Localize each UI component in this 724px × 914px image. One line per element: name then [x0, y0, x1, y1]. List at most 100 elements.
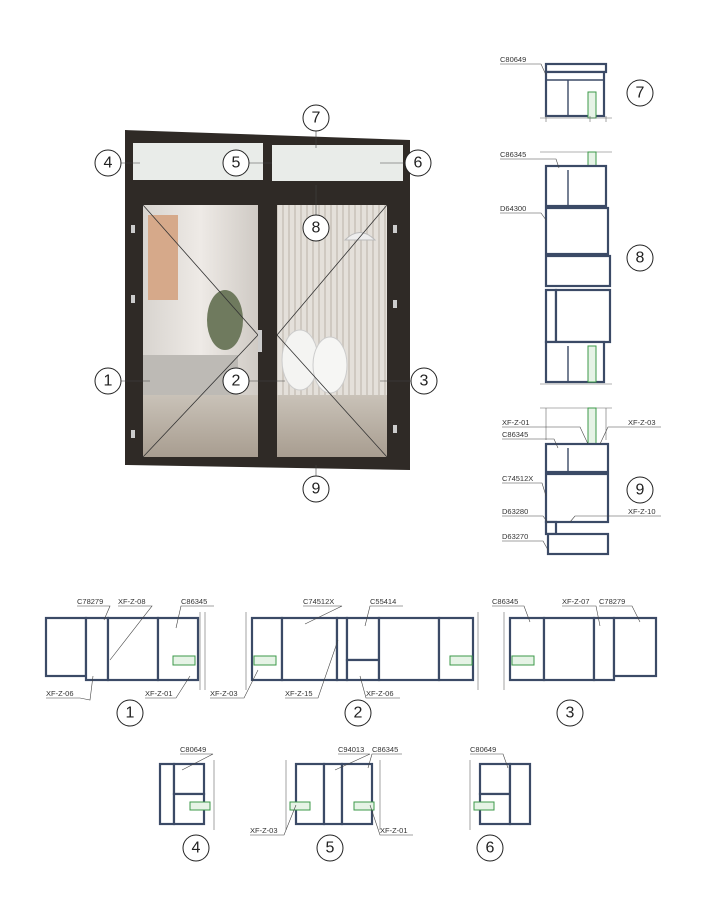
- profile-part: [554, 288, 612, 344]
- pendant-lamp: [343, 232, 377, 241]
- svg-text:4: 4: [192, 840, 201, 857]
- svg-text:C78279: C78279: [599, 597, 625, 606]
- svg-text:C94013: C94013: [338, 745, 364, 754]
- svg-text:XF-Z-10: XF-Z-10: [628, 507, 656, 516]
- svg-text:XF-Z-08: XF-Z-08: [118, 597, 146, 606]
- profile-part: [544, 442, 610, 474]
- detail-3-number: 3: [556, 699, 584, 727]
- profile-part: [250, 616, 284, 682]
- svg-text:D63280: D63280: [502, 507, 528, 516]
- svg-text:C86345: C86345: [372, 745, 398, 754]
- detail-6-number: 6: [476, 834, 504, 862]
- glass-unit: [587, 345, 597, 383]
- wall-art: [148, 215, 178, 300]
- svg-text:8: 8: [636, 250, 645, 267]
- door-callouts: 7 4 5 6 8 1 2 3 9: [94, 104, 438, 503]
- plant: [207, 290, 243, 350]
- svg-text:XF-Z-01: XF-Z-01: [145, 689, 173, 698]
- profile-part: [508, 762, 532, 826]
- profile-part: [544, 164, 608, 208]
- glass-unit: [172, 655, 196, 666]
- svg-text:9: 9: [636, 482, 645, 499]
- detail-5-number: 5: [316, 834, 344, 862]
- profile-part: [294, 762, 326, 826]
- svg-text:7: 7: [636, 85, 645, 102]
- glass-unit: [189, 801, 211, 811]
- label: C80649: [500, 55, 526, 64]
- callout-5: 5: [222, 149, 250, 177]
- profile-part: [544, 62, 608, 74]
- d63270-profile: [546, 532, 610, 556]
- svg-text:XF-Z-03: XF-Z-03: [250, 826, 278, 835]
- profile-part: [156, 616, 200, 682]
- profile-part: [106, 616, 160, 682]
- door-handle: [258, 330, 262, 352]
- svg-text:C74512X: C74512X: [303, 597, 334, 606]
- callout-4: 4: [94, 149, 122, 177]
- svg-text:D64300: D64300: [500, 204, 526, 213]
- profile-part: [478, 762, 512, 796]
- svg-text:XF-Z-07: XF-Z-07: [562, 597, 590, 606]
- svg-text:C78279: C78279: [77, 597, 103, 606]
- svg-text:C86345: C86345: [502, 430, 528, 439]
- svg-text:5: 5: [326, 840, 335, 857]
- svg-text:XF-Z-01: XF-Z-01: [502, 418, 530, 427]
- svg-text:XF-Z-06: XF-Z-06: [366, 689, 394, 698]
- svg-text:3: 3: [420, 373, 429, 390]
- profile-part: [544, 254, 612, 288]
- callout-7: 7: [302, 104, 330, 132]
- profile-part: [44, 616, 88, 678]
- detail-8-number: 8: [626, 244, 654, 272]
- glass-unit: [587, 91, 597, 119]
- svg-text:2: 2: [354, 705, 363, 722]
- profile-part: [377, 616, 441, 682]
- svg-text:6: 6: [486, 840, 495, 857]
- svg-text:1: 1: [126, 705, 135, 722]
- profile-part: [335, 616, 349, 682]
- glass-unit: [473, 801, 495, 811]
- callout-9: 9: [302, 475, 330, 503]
- glass-unit: [253, 655, 277, 666]
- profile-part: [340, 762, 374, 826]
- profile-part: [172, 762, 206, 796]
- callout-3: 3: [410, 367, 438, 395]
- profile-part: [322, 762, 344, 826]
- detail-9-number: 9: [626, 476, 654, 504]
- svg-text:C55414: C55414: [370, 597, 396, 606]
- svg-text:XF-Z-15: XF-Z-15: [285, 689, 313, 698]
- svg-text:C80649: C80649: [470, 745, 496, 754]
- svg-text:1: 1: [104, 373, 113, 390]
- svg-text:7: 7: [312, 110, 321, 127]
- profile-part: [592, 616, 616, 682]
- svg-text:C80649: C80649: [180, 745, 206, 754]
- callout-2: 2: [222, 367, 250, 395]
- svg-text:XF-Z-06: XF-Z-06: [46, 689, 74, 698]
- detail-1-number: 1: [116, 699, 144, 727]
- profile-part: [345, 616, 381, 662]
- svg-text:C86345: C86345: [181, 597, 207, 606]
- profile-part: [158, 762, 176, 826]
- detail-4-number: 4: [182, 834, 210, 862]
- svg-text:XF-Z-01: XF-Z-01: [380, 826, 408, 835]
- svg-text:5: 5: [232, 155, 241, 172]
- profile-part: [437, 616, 475, 682]
- glass-unit: [449, 655, 473, 666]
- detail-7-number: 7: [626, 79, 654, 107]
- svg-text:C74512X: C74512X: [502, 474, 533, 483]
- svg-text:2: 2: [232, 373, 241, 390]
- c74512x-profile: [544, 472, 610, 524]
- svg-text:8: 8: [312, 220, 321, 237]
- profile-part: [280, 616, 339, 682]
- profile-part: [544, 520, 558, 536]
- profile-part: [544, 288, 558, 344]
- svg-text:C86345: C86345: [500, 150, 526, 159]
- glass-unit: [353, 801, 375, 811]
- svg-text:3: 3: [566, 705, 575, 722]
- svg-text:4: 4: [104, 155, 113, 172]
- door-rendering: [125, 130, 410, 470]
- detail-2-number: 2: [344, 699, 372, 727]
- profile-part: [345, 658, 381, 682]
- sofa: [143, 355, 238, 395]
- svg-text:D63270: D63270: [502, 532, 528, 541]
